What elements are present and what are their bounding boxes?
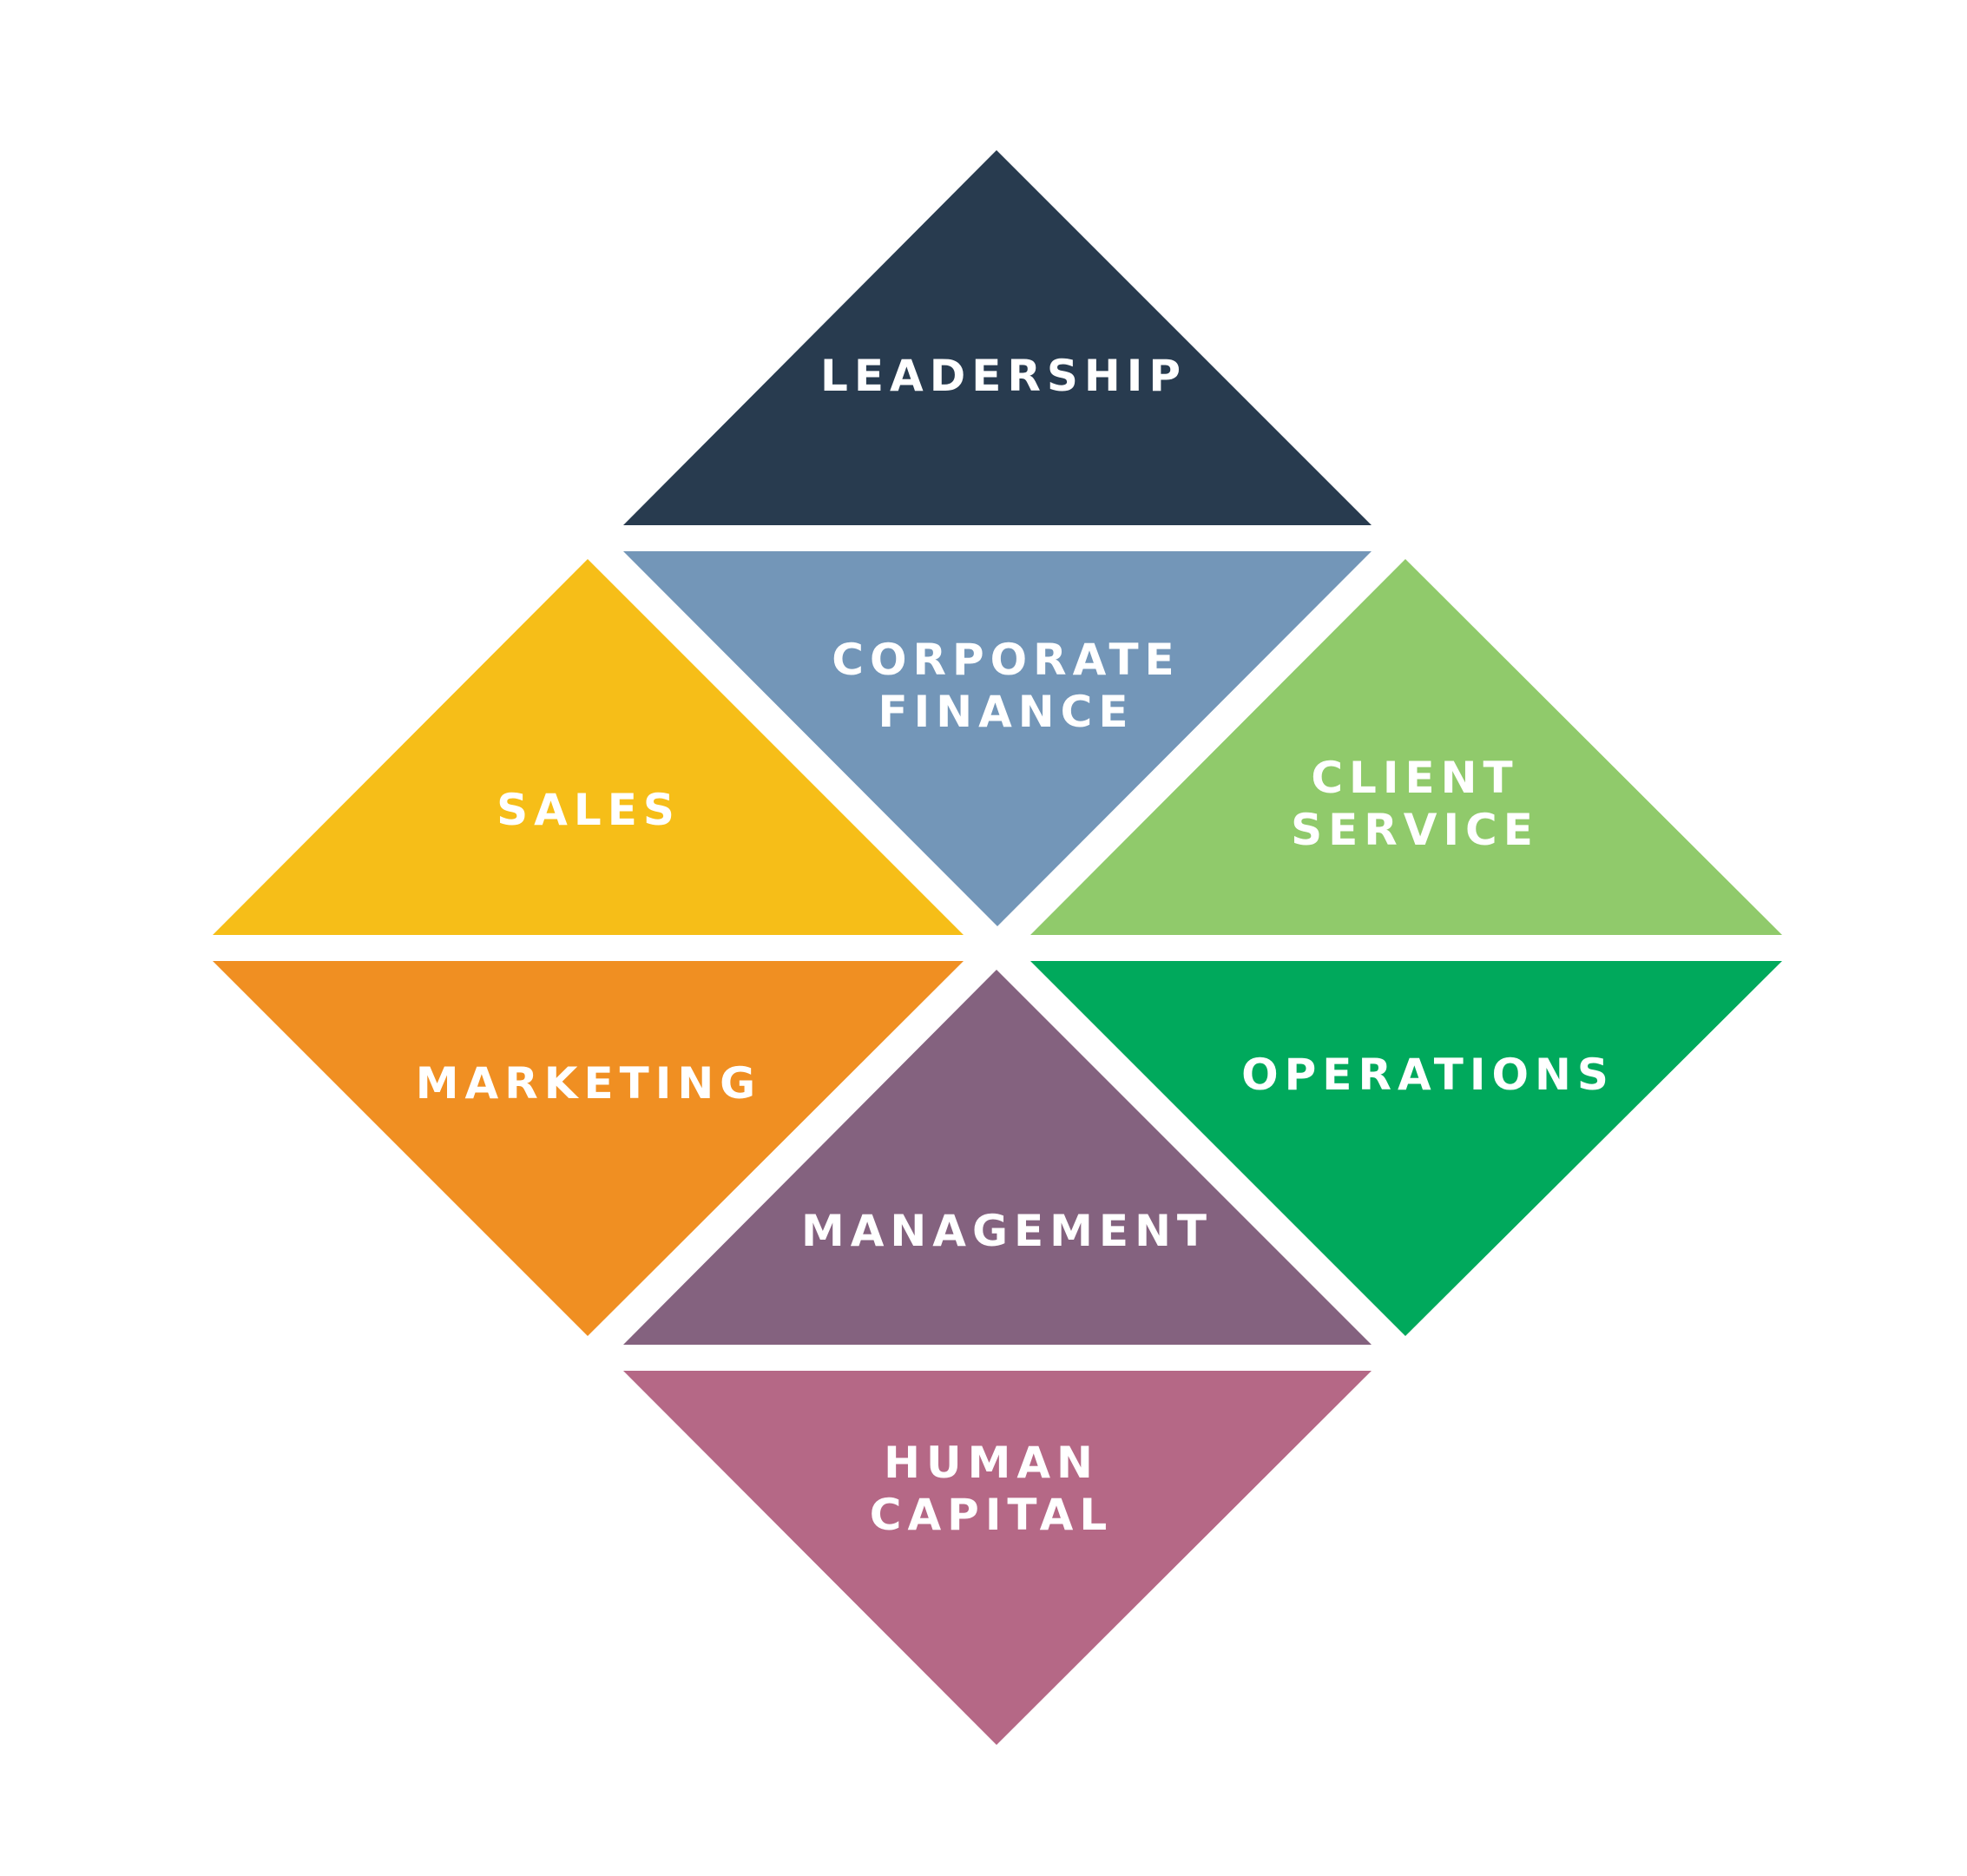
management-label: MANAGEMENT <box>801 1206 1213 1256</box>
marketing-label-line: MARKETING <box>416 1058 761 1109</box>
human-capital-label-line: CAPITAL <box>870 1490 1113 1540</box>
sales-triangle <box>213 559 964 935</box>
client-service-label-line: SERVICE <box>1291 805 1539 855</box>
corporate-finance-label-line: FINANCE <box>878 687 1135 737</box>
human-capital-label-line: HUMAN <box>884 1438 1099 1488</box>
marketing-triangle <box>213 961 964 1336</box>
human-capital-triangle <box>623 1371 1372 1745</box>
operations-triangle <box>1030 961 1782 1336</box>
corporate-finance-triangle <box>623 551 1372 926</box>
client-service-label-line: CLIENT <box>1311 753 1518 803</box>
operations-label-line: OPERATIONS <box>1241 1050 1615 1100</box>
leadership-label-line: LEADERSHIP <box>820 351 1187 401</box>
management-label-line: MANAGEMENT <box>801 1206 1213 1256</box>
segments-group <box>213 150 1782 1745</box>
client-service-triangle <box>1030 559 1782 935</box>
sales-label: SALES <box>497 785 681 835</box>
leadership-label: LEADERSHIP <box>820 351 1187 401</box>
sales-label-line: SALES <box>497 785 681 835</box>
corporate-finance-label-line: CORPORATE <box>832 635 1180 685</box>
operations-label: OPERATIONS <box>1241 1050 1615 1100</box>
marketing-label: MARKETING <box>416 1058 761 1109</box>
leadership-triangle <box>623 150 1372 525</box>
management-triangle <box>623 970 1372 1345</box>
